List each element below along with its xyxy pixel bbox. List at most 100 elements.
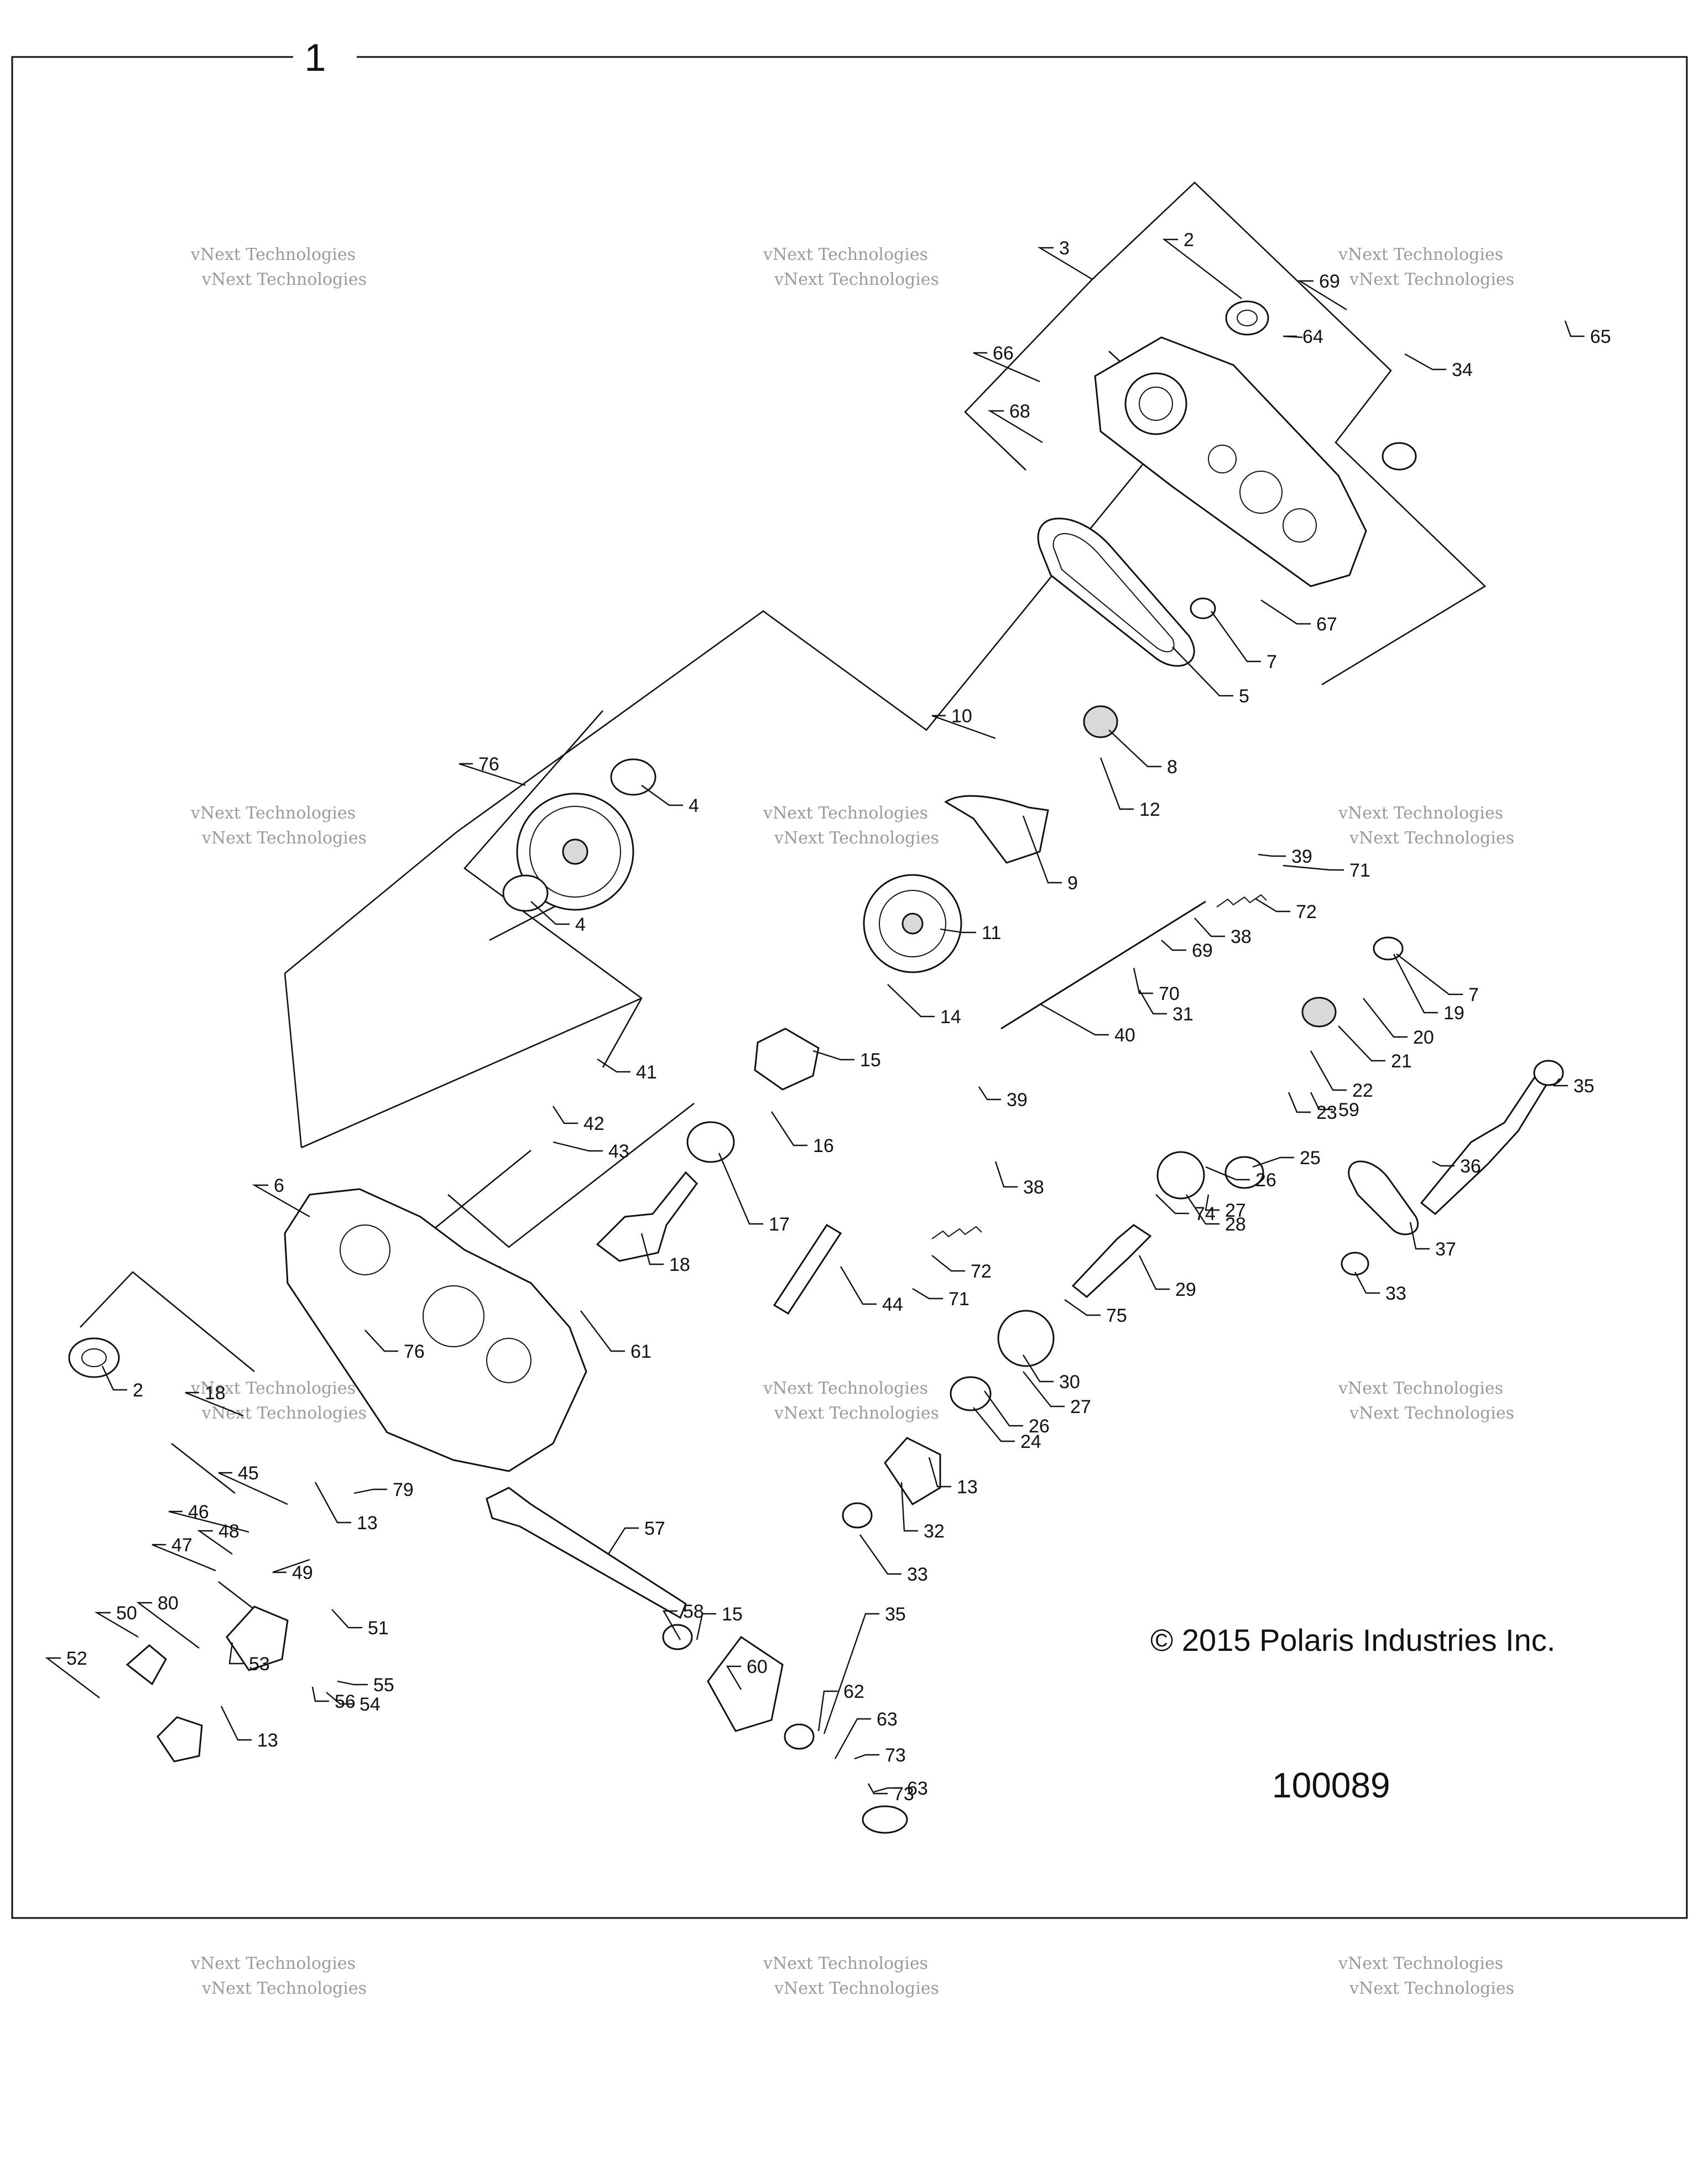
leader-line <box>1022 815 1062 884</box>
leader-line <box>1252 1156 1294 1168</box>
gear-54 <box>157 1716 203 1763</box>
callout-19: 19 <box>1443 1003 1465 1024</box>
callout-6: 6 <box>274 1175 284 1196</box>
leader-line <box>607 1527 639 1555</box>
callout-30: 30 <box>1059 1372 1080 1393</box>
leader-line <box>987 410 1043 444</box>
callout-17: 17 <box>769 1214 790 1235</box>
leader-line <box>326 1692 354 1705</box>
leader-line <box>364 1330 398 1352</box>
callout-72: 72 <box>971 1261 992 1282</box>
callout-75: 75 <box>1106 1305 1127 1326</box>
callout-38: 38 <box>1231 926 1252 947</box>
callout-51: 51 <box>368 1618 389 1639</box>
callout-73: 73 <box>885 1745 906 1766</box>
plate-14 <box>754 1028 820 1091</box>
callout-9: 9 <box>1067 873 1078 894</box>
callout-43: 43 <box>608 1141 629 1162</box>
watermark-line: vNext Technologies <box>763 804 928 823</box>
leader-line <box>834 1718 871 1759</box>
callout-26: 26 <box>1255 1170 1276 1191</box>
callout-13: 13 <box>957 1477 978 1498</box>
leader-line <box>912 1288 943 1300</box>
watermark-group: vNext Technologies vNext Technologies vNex… <box>190 245 1514 1998</box>
callout-18: 18 <box>205 1383 226 1404</box>
leader-line <box>1396 953 1463 995</box>
leader-line <box>770 1111 807 1146</box>
watermark-line: vNext Technologies <box>1349 270 1514 289</box>
leader-line <box>1205 1194 1219 1211</box>
callout-66: 66 <box>993 343 1014 364</box>
callout-70: 70 <box>1159 983 1180 1004</box>
shift-drum-45 <box>773 1223 842 1315</box>
leader-line <box>1133 967 1153 994</box>
callout-21: 21 <box>1391 1051 1412 1072</box>
leader-line <box>854 1754 879 1760</box>
page-number: 1 <box>305 36 326 79</box>
callout-31: 31 <box>1172 1004 1194 1025</box>
callout-2: 2 <box>1184 230 1194 251</box>
bearing-35-upper <box>1533 1060 1564 1086</box>
leader-line <box>978 1086 1001 1101</box>
leader-line <box>867 1783 888 1795</box>
leader-line <box>817 1690 838 1732</box>
callout-35: 35 <box>1573 1076 1594 1097</box>
watermark-line: vNext Technologies <box>1338 245 1503 264</box>
leader-line <box>1023 1371 1065 1408</box>
callout-46: 46 <box>188 1502 209 1523</box>
callout-25: 25 <box>1300 1148 1321 1169</box>
callout-67: 67 <box>1316 614 1337 635</box>
watermark-line: vNext Technologies <box>1338 804 1503 823</box>
leader-line <box>218 1472 288 1505</box>
bearing-35-lower <box>784 1723 815 1750</box>
leader-line <box>1354 1271 1380 1294</box>
callout-11: 11 <box>982 922 1001 944</box>
leader-line <box>940 928 976 934</box>
leader-line <box>553 1141 603 1152</box>
leader-line <box>840 1266 877 1305</box>
watermark-line: vNext Technologies <box>1349 828 1514 848</box>
spring-39-lower <box>931 1226 982 1239</box>
callout-35: 35 <box>885 1604 906 1625</box>
callout-45: 45 <box>238 1463 259 1484</box>
watermark-line: vNext Technologies <box>190 1379 356 1398</box>
callout-10: 10 <box>951 706 972 727</box>
callout-69: 69 <box>1192 940 1213 961</box>
leader-line <box>1022 1354 1054 1383</box>
callout-36: 36 <box>1460 1156 1481 1177</box>
callout-69: 69 <box>1319 271 1340 292</box>
leader-line <box>101 1365 127 1391</box>
leader-line <box>353 1488 387 1494</box>
callout-50: 50 <box>116 1603 137 1624</box>
leader-line <box>726 1665 742 1690</box>
leader-line <box>552 1106 578 1124</box>
leader-line <box>168 1510 249 1533</box>
callout-73: 73 <box>893 1784 914 1805</box>
callout-33: 33 <box>907 1564 928 1585</box>
leader-line <box>1108 729 1161 768</box>
ring-66 <box>862 1805 908 1834</box>
leader-line <box>530 901 570 925</box>
leader-line <box>1283 864 1344 871</box>
callout-63: 63 <box>907 1778 928 1799</box>
leader-line <box>272 1558 310 1573</box>
shift-fork-9 <box>944 795 1049 864</box>
bearing-33-right <box>1341 1252 1369 1276</box>
callout-47: 47 <box>171 1535 192 1556</box>
leader-line <box>152 1544 216 1572</box>
cover-32 <box>884 1437 941 1506</box>
callout-44: 44 <box>882 1294 903 1315</box>
callout-24: 24 <box>1020 1431 1041 1452</box>
parts-artwork <box>68 300 1564 1834</box>
watermark-line: vNext Technologies <box>774 270 939 289</box>
shaft-29 <box>1071 1224 1152 1298</box>
leader-line <box>136 1602 200 1649</box>
leader-line <box>931 715 996 739</box>
leader-line <box>1283 335 1303 338</box>
leader-line <box>887 984 935 1018</box>
main-case-6 <box>284 1188 587 1472</box>
watermark-line: vNext Technologies <box>763 245 928 264</box>
callout-33: 33 <box>1385 1283 1406 1304</box>
callout-52: 52 <box>66 1648 87 1669</box>
